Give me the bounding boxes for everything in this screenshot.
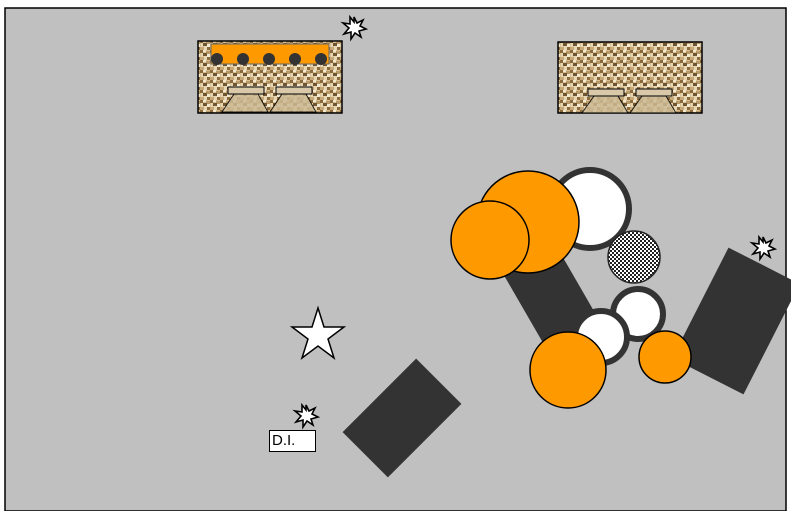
amp-knob bbox=[315, 53, 327, 65]
drum-floor-tom bbox=[530, 332, 606, 408]
drum-snare bbox=[639, 331, 691, 383]
amp-right bbox=[558, 42, 702, 113]
amp-knob bbox=[263, 53, 275, 65]
amp-knob bbox=[237, 53, 249, 65]
amp-knob bbox=[289, 53, 301, 65]
amp-knob bbox=[211, 53, 223, 65]
drum-tom bbox=[451, 201, 529, 279]
amp-left bbox=[198, 41, 342, 113]
di-box-label: D.I. bbox=[269, 430, 316, 452]
checkered-cymbal bbox=[608, 231, 660, 283]
